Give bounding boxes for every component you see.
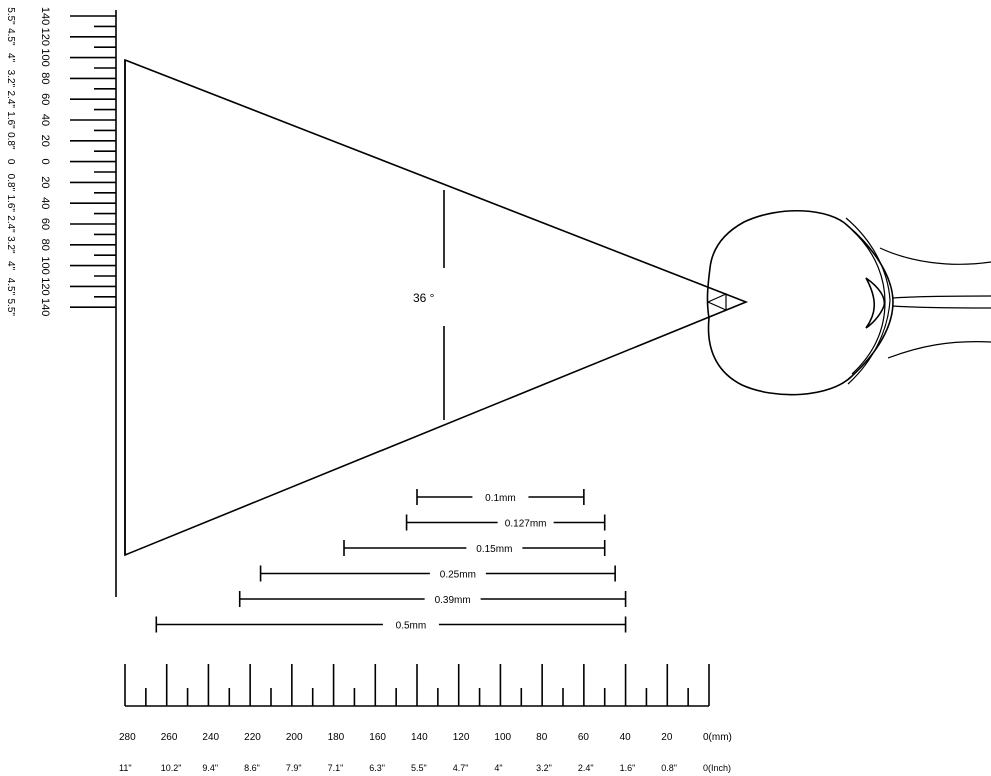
- scan-beam-outline: [124, 58, 749, 557]
- vertical-inch-label: 4": [5, 53, 16, 63]
- horizontal-mm-label: 20: [661, 732, 673, 743]
- vertical-ruler-mm-labels: 140 120 100 80 60 40 20 0 20 40 60 80 100 120 140: [39, 7, 51, 317]
- vertical-mm-label: 40: [39, 114, 51, 126]
- horizontal-mm-label: 0(mm): [703, 732, 732, 743]
- scan-field-triangle: [124, 58, 749, 557]
- horizontal-ruler-mm-labels: 280 260 240 220 200 180 160 140 120 100 80 60 40 20 0(…: [119, 732, 732, 743]
- horizontal-inch-label: 4.7": [453, 763, 469, 773]
- horizontal-ruler-inch-labels: 11" 10.2" 9.4" 8.6" 7.9" 7.1" 6.3" 5.5" 4.7" 4" 3.…: [119, 763, 731, 773]
- dof-bar-0-25mm: 0.25mm: [259, 565, 616, 582]
- vertical-mm-label: 140: [39, 298, 51, 316]
- vertical-inch-label: 1.6": [5, 194, 16, 212]
- horizontal-mm-label: 200: [286, 732, 303, 743]
- dof-bar-0-39mm: 0.39mm: [238, 591, 627, 607]
- dof-label-background: [466, 541, 523, 555]
- vertical-inch-label: 4.5": [5, 278, 16, 296]
- horizontal-mm-label: 140: [411, 732, 428, 743]
- beam-origin-marker: [706, 293, 727, 311]
- vertical-mm-label: 20: [39, 176, 51, 188]
- horizontal-inch-label: 5.5": [411, 763, 427, 773]
- scan-angle-label: 36 °: [413, 291, 435, 305]
- dof-label-background: [382, 617, 439, 632]
- vertical-mm-label: 100: [39, 256, 51, 274]
- vertical-inch-label: 2.4": [5, 90, 16, 108]
- horizontal-inch-label: 7.9": [286, 763, 302, 773]
- horizontal-mm-label: 220: [244, 732, 261, 743]
- vertical-mm-label: 120: [39, 28, 51, 46]
- horizontal-mm-label: 180: [328, 732, 345, 743]
- horizontal-mm-label: 60: [578, 732, 590, 743]
- horizontal-inch-label: 4": [494, 763, 502, 773]
- dof-label: 0.25mm: [440, 570, 476, 581]
- dof-label: 0.15mm: [476, 544, 512, 555]
- vertical-mm-label: 20: [39, 135, 51, 147]
- horizontal-inch-label: 2.4": [578, 763, 594, 773]
- scanner-device-icon: [706, 209, 991, 396]
- vertical-mm-label: 60: [39, 218, 51, 230]
- dof-label: 0.5mm: [396, 621, 427, 632]
- horizontal-inch-label: 0.8": [661, 763, 677, 773]
- dof-bar-0-127mm: 0.127mm: [405, 514, 606, 531]
- horizontal-mm-label: 40: [620, 732, 632, 743]
- dof-bar-0-1mm: 0.1mm: [416, 489, 585, 505]
- vertical-inch-label: 4.5": [5, 28, 16, 46]
- horizontal-inch-label: 3.2": [536, 763, 552, 773]
- dof-bar-0-5mm: 0.5mm: [155, 616, 627, 633]
- vertical-mm-label: 100: [39, 48, 51, 66]
- horizontal-mm-label: 280: [119, 732, 136, 743]
- horizontal-mm-label: 240: [202, 732, 219, 743]
- vertical-inch-label: 3.2": [5, 70, 16, 88]
- vertical-ruler-inch-labels: 5.5" 4.5" 4" 3.2" 2.4" 1.6" 0.8" 0 0.8" 1.6" 2.4" 3…: [5, 7, 16, 316]
- dof-label: 0.127mm: [505, 519, 547, 530]
- depth-of-field-bars: 0.1mm 0.127mm 0.15mm 0.25mm 0.39mm 0.5mm: [155, 489, 627, 633]
- horizontal-mm-label: 100: [494, 732, 511, 743]
- vertical-mm-label: 60: [39, 93, 51, 105]
- vertical-inch-label: 0.8": [5, 132, 16, 150]
- horizontal-inch-label: 9.4": [202, 763, 218, 773]
- vertical-inch-label: 0.8": [5, 174, 16, 192]
- vertical-mm-label: 0: [39, 159, 51, 165]
- vertical-mm-label: 80: [39, 239, 51, 251]
- horizontal-inch-label: 0(Inch): [703, 763, 731, 773]
- dof-label: 0.39mm: [435, 595, 471, 606]
- vertical-inch-label: 5.5": [5, 7, 16, 25]
- vertical-inch-label: 0: [5, 159, 16, 165]
- horizontal-ruler-ticks: [124, 664, 710, 706]
- dof-label: 0.1mm: [485, 493, 516, 504]
- horizontal-mm-label: 120: [453, 732, 470, 743]
- horizontal-inch-label: 1.6": [620, 763, 636, 773]
- vertical-ruler-ticks: [70, 15, 116, 309]
- horizontal-inch-label: 8.6": [244, 763, 260, 773]
- horizontal-mm-label: 160: [369, 732, 386, 743]
- vertical-mm-label: 80: [39, 72, 51, 84]
- horizontal-mm-label: 260: [161, 732, 178, 743]
- vertical-mm-label: 120: [39, 277, 51, 295]
- horizontal-inch-label: 7.1": [328, 763, 344, 773]
- dof-label-background: [429, 566, 486, 581]
- horizontal-ruler: 280 260 240 220 200 180 160 140 120 100 80 60 40 20 0(…: [119, 664, 732, 773]
- dof-label-background: [424, 592, 481, 606]
- dof-bar-0-15mm: 0.15mm: [343, 540, 606, 556]
- horizontal-inch-label: 6.3": [369, 763, 385, 773]
- scan-angle-marker: 36 °: [413, 190, 445, 420]
- dof-label-background: [497, 515, 554, 530]
- horizontal-inch-label: 11": [119, 763, 132, 773]
- vertical-inch-label: 4": [5, 261, 16, 271]
- vertical-inch-label: 2.4": [5, 215, 16, 233]
- dof-label-background: [472, 490, 529, 504]
- vertical-ruler: 140 120 100 80 60 40 20 0 20 40 60 80 100 120 140 5.5"…: [5, 7, 117, 597]
- vertical-mm-label: 140: [39, 7, 51, 25]
- vertical-inch-label: 5.5": [5, 298, 16, 316]
- vertical-inch-label: 1.6": [5, 111, 16, 129]
- horizontal-mm-label: 80: [536, 732, 548, 743]
- vertical-inch-label: 3.2": [5, 236, 16, 254]
- vertical-mm-label: 40: [39, 197, 51, 209]
- horizontal-inch-label: 10.2": [161, 763, 182, 773]
